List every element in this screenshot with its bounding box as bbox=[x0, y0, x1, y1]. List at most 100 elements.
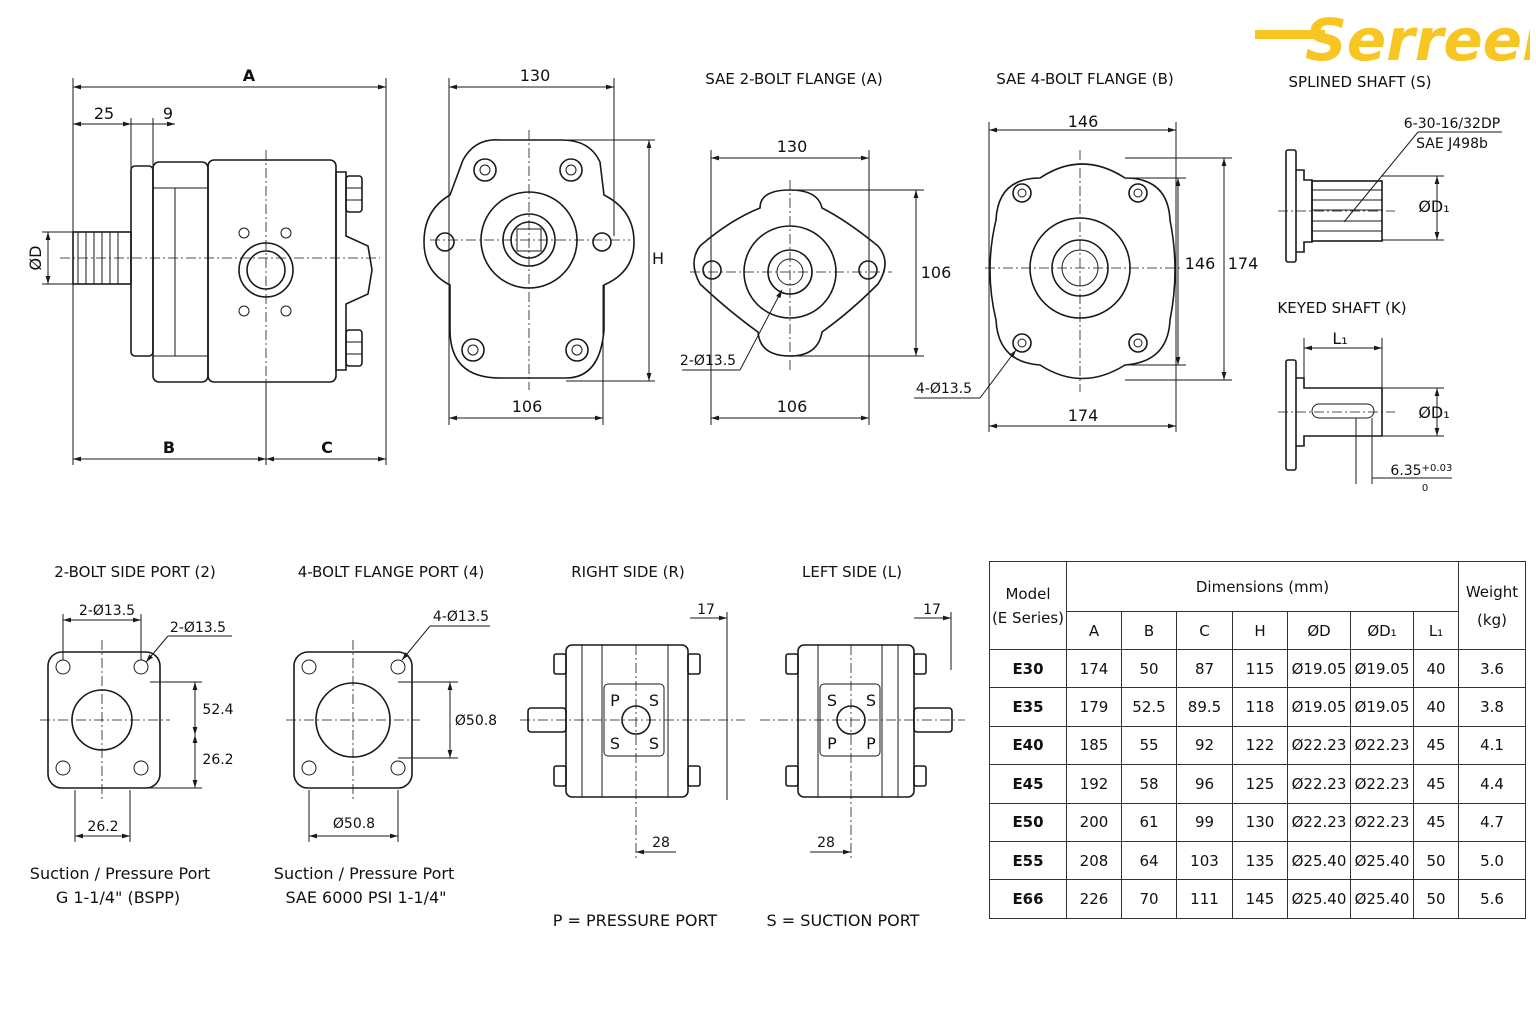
table-cell-h: 125 bbox=[1232, 764, 1288, 804]
flange-port-holes: 4-Ø13.5 bbox=[433, 609, 489, 625]
spline-d1: ØD₁ bbox=[1418, 197, 1449, 216]
table-cell-a: 200 bbox=[1066, 802, 1122, 842]
dim-25: 25 bbox=[94, 104, 114, 123]
front-width-top: 130 bbox=[520, 66, 551, 85]
table-cell-d1: Ø25.40 bbox=[1350, 840, 1414, 881]
table-cell-a: 208 bbox=[1066, 840, 1122, 881]
flange2-width-bottom: 106 bbox=[777, 397, 808, 416]
side-port-2bolt-view: 2-BOLT SIDE PORT (2) 2-Ø13.5 2-Ø13.5 52.… bbox=[30, 563, 234, 907]
table-cell-weight: 4.7 bbox=[1458, 802, 1526, 842]
dim-C: C bbox=[321, 438, 333, 457]
table-cell-h: 145 bbox=[1232, 879, 1288, 919]
column-header: B bbox=[1121, 611, 1177, 650]
flange4-height-outer: 174 bbox=[1228, 254, 1259, 273]
table-cell-d: Ø22.23 bbox=[1287, 764, 1351, 804]
dim-D: ØD bbox=[26, 246, 45, 271]
table-cell-c: 96 bbox=[1176, 764, 1233, 804]
dim-A: A bbox=[243, 66, 256, 85]
right-dim-17: 17 bbox=[697, 602, 715, 618]
table-cell-c: 99 bbox=[1176, 802, 1233, 842]
table-cell-d: Ø19.05 bbox=[1287, 648, 1351, 689]
dim-9: 9 bbox=[163, 104, 173, 123]
title-splined-shaft: SPLINED SHAFT (S) bbox=[1289, 73, 1432, 91]
keyed-L1: L₁ bbox=[1332, 329, 1347, 348]
keyed-d1: ØD₁ bbox=[1418, 403, 1449, 422]
table-cell-c: 92 bbox=[1176, 725, 1233, 766]
right-port-4: S bbox=[649, 734, 659, 753]
table-cell-model: E50 bbox=[989, 802, 1067, 842]
flange-port-caption-1: Suction / Pressure Port bbox=[274, 864, 454, 883]
serreen-logo: Serreen bbox=[1255, 6, 1530, 68]
sae-4bolt-flange-view: SAE 4-BOLT FLANGE (B) 146 146 174 4-Ø13.… bbox=[914, 70, 1258, 432]
table-cell-d: Ø19.05 bbox=[1287, 687, 1351, 727]
table-cell-d1: Ø19.05 bbox=[1350, 648, 1414, 689]
column-header: ØD₁ bbox=[1350, 611, 1414, 650]
title-keyed-shaft: KEYED SHAFT (K) bbox=[1277, 299, 1406, 317]
table-cell-model: E55 bbox=[989, 840, 1067, 881]
table-cell-a: 179 bbox=[1066, 687, 1122, 727]
key-tol-upper: +0.03 bbox=[1422, 463, 1453, 474]
table-cell-b: 55 bbox=[1121, 725, 1177, 766]
flange2-holes: 2-Ø13.5 bbox=[680, 353, 736, 369]
splined-shaft-view: SPLINED SHAFT (S) 6-30-16/32DP SAE J498b… bbox=[1278, 73, 1502, 263]
table-cell-d: Ø25.40 bbox=[1287, 840, 1351, 881]
table-cell-b: 52.5 bbox=[1121, 687, 1177, 727]
column-header: H bbox=[1232, 611, 1288, 650]
dim-B: B bbox=[163, 438, 175, 457]
table-cell-weight: 5.0 bbox=[1458, 840, 1526, 881]
header-dimensions: Dimensions (mm) bbox=[1066, 561, 1459, 612]
header-model-line1: Model bbox=[1005, 584, 1051, 603]
table-cell-a: 192 bbox=[1066, 764, 1122, 804]
legend-suction: S = SUCTION PORT bbox=[767, 911, 920, 930]
title-side-port: 2-BOLT SIDE PORT (2) bbox=[54, 563, 216, 581]
front-width-bottom: 106 bbox=[512, 397, 543, 416]
header-weight-line2: (kg) bbox=[1477, 610, 1507, 629]
brand-name: Serreen bbox=[1305, 6, 1530, 68]
right-dim-28: 28 bbox=[652, 835, 670, 851]
left-side-view: LEFT SIDE (L) 17 S S P P 28 bbox=[760, 563, 965, 860]
table-cell-d1: Ø22.23 bbox=[1350, 725, 1414, 766]
table-cell-model: E66 bbox=[989, 879, 1067, 919]
flange4-width-bottom: 174 bbox=[1068, 406, 1099, 425]
table-cell-l1: 40 bbox=[1413, 648, 1459, 689]
left-dim-28: 28 bbox=[817, 835, 835, 851]
header-model-line2: (E Series) bbox=[991, 608, 1065, 627]
table-cell-c: 111 bbox=[1176, 879, 1233, 919]
title-sae-4bolt: SAE 4-BOLT FLANGE (B) bbox=[996, 70, 1173, 88]
table-cell-d: Ø25.40 bbox=[1287, 879, 1351, 919]
table-cell-a: 185 bbox=[1066, 725, 1122, 766]
flange4-holes: 4-Ø13.5 bbox=[916, 381, 972, 397]
table-cell-a: 174 bbox=[1066, 648, 1122, 689]
table-cell-b: 58 bbox=[1121, 764, 1177, 804]
header-weight-line1: Weight bbox=[1465, 582, 1519, 601]
right-port-2: S bbox=[649, 691, 659, 710]
left-port-1: S bbox=[827, 691, 837, 710]
table-cell-l1: 50 bbox=[1413, 840, 1459, 881]
right-side-view: RIGHT SIDE (R) 17 P S S S 28 bbox=[520, 563, 745, 860]
column-header: A bbox=[1066, 611, 1122, 650]
table-cell-weight: 5.6 bbox=[1458, 879, 1526, 919]
flange2-height: 106 bbox=[921, 263, 952, 282]
side-port-caption-1: Suction / Pressure Port bbox=[30, 864, 210, 883]
table-cell-weight: 3.8 bbox=[1458, 687, 1526, 727]
table-cell-d1: Ø19.05 bbox=[1350, 687, 1414, 727]
flange-port-caption-2: SAE 6000 PSI 1-1/4" bbox=[285, 888, 446, 907]
spline-spec-1: 6-30-16/32DP bbox=[1404, 116, 1500, 132]
flange4-width-top: 146 bbox=[1068, 112, 1099, 131]
table-cell-weight: 4.4 bbox=[1458, 764, 1526, 804]
sae-2bolt-flange-view: SAE 2-BOLT FLANGE (A) 130 106 2-Ø13.5 10… bbox=[680, 70, 951, 425]
table-cell-d1: Ø22.23 bbox=[1350, 802, 1414, 842]
table-cell-c: 103 bbox=[1176, 840, 1233, 881]
flange2-width-top: 130 bbox=[777, 137, 808, 156]
left-dim-17: 17 bbox=[923, 602, 941, 618]
table-cell-l1: 40 bbox=[1413, 687, 1459, 727]
flange-port-4bolt-view: 4-BOLT FLANGE PORT (4) 4-Ø13.5 Ø50.8 Ø50… bbox=[274, 563, 497, 907]
keyed-shaft-view: KEYED SHAFT (K) L₁ ØD₁ 6.35 +0.03 0 bbox=[1277, 299, 1452, 494]
table-cell-model: E45 bbox=[989, 764, 1067, 804]
table-cell-a: 226 bbox=[1066, 879, 1122, 919]
